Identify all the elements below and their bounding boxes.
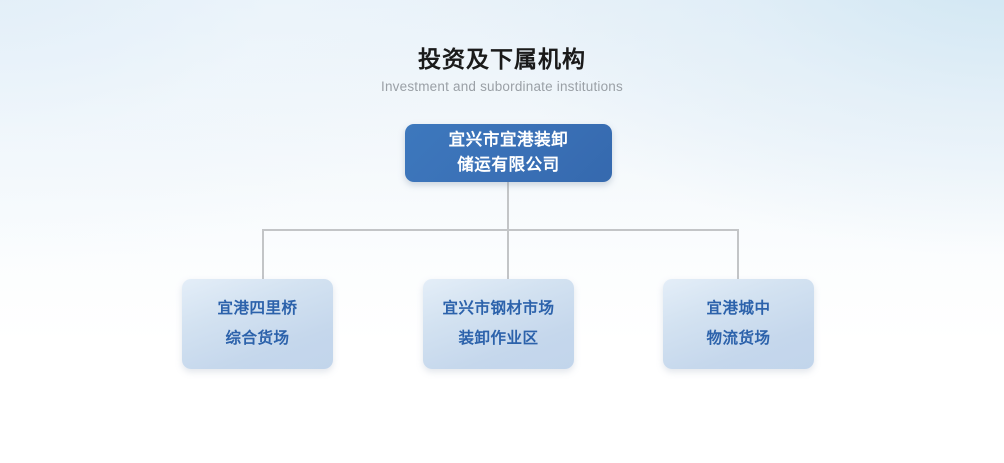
org-node-child-2[interactable]: 宜兴市钢材市场 装卸作业区	[423, 279, 574, 369]
connector-drop-child-2	[507, 229, 509, 280]
connector-root-stem	[507, 181, 509, 231]
org-node-child-3-line-1: 宜港城中	[706, 300, 771, 317]
org-node-root-line-1: 宜兴市宜港装卸	[448, 131, 569, 149]
chart-heading: 投资及下属机构 Investment and subordinate insti…	[0, 44, 1004, 96]
connector-drop-child-3	[737, 229, 739, 280]
org-node-root[interactable]: 宜兴市宜港装卸 储运有限公司	[405, 124, 612, 182]
connector-horizontal-bus	[262, 229, 739, 231]
org-node-child-1-line-1: 宜港四里桥	[217, 300, 298, 317]
page-title: 投资及下属机构	[418, 46, 586, 72]
org-node-child-3-line-2: 物流货场	[706, 330, 771, 347]
page-subtitle: Investment and subordinate institutions	[381, 79, 623, 94]
org-node-child-2-line-1: 宜兴市钢材市场	[442, 300, 555, 317]
connector-drop-child-1	[262, 229, 264, 280]
org-node-root-line-2: 储运有限公司	[457, 156, 560, 174]
org-node-child-3[interactable]: 宜港城中 物流货场	[663, 279, 814, 369]
org-node-child-1-line-2: 综合货场	[225, 330, 290, 347]
org-node-child-2-line-2: 装卸作业区	[458, 330, 539, 347]
org-node-child-1[interactable]: 宜港四里桥 综合货场	[182, 279, 333, 369]
